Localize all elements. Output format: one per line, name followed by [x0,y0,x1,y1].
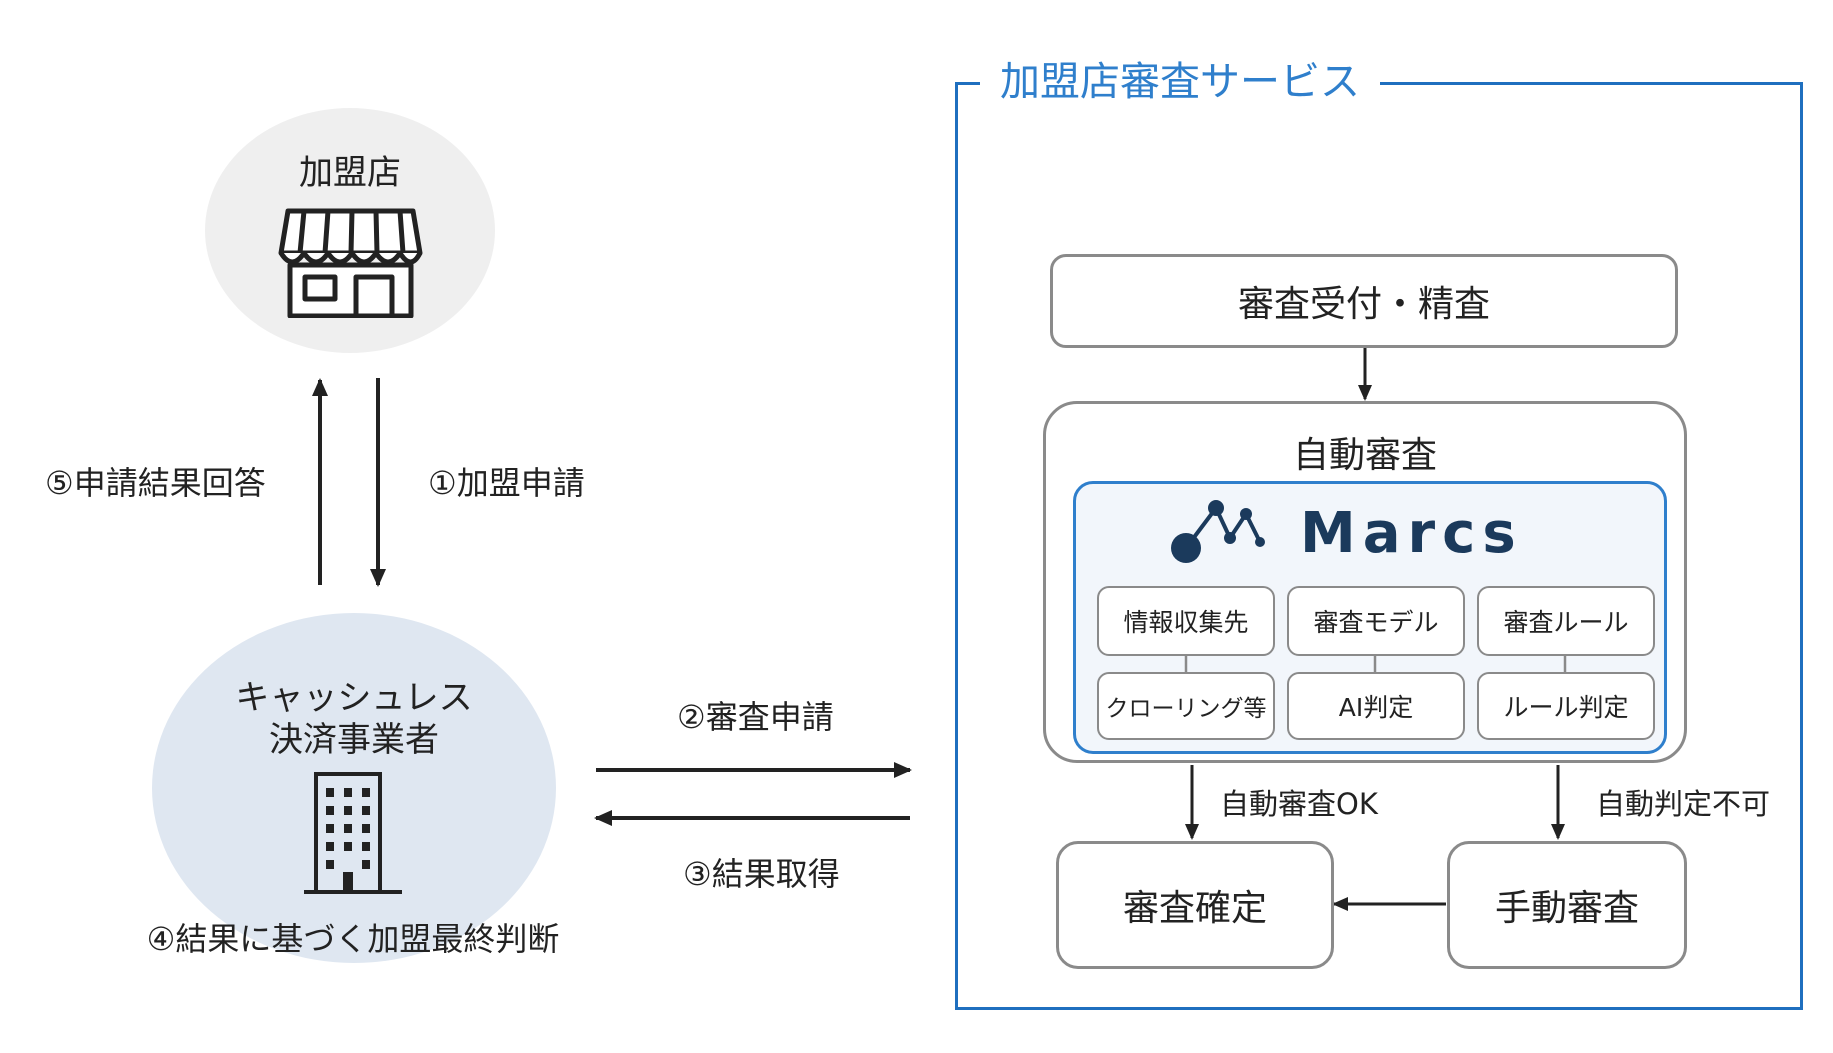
auto-undecidable-label: 自動判定不可 [1596,787,1771,821]
marcs-top-box-3: 審査ルール [1477,586,1655,656]
manual-review-box: 手動審査 [1447,841,1687,969]
step3-label: ③結果取得 [683,855,840,893]
step1-label: ①加盟申請 [428,464,585,502]
marcs-top-box-2: 審査モデル [1287,586,1465,656]
merchant-label: 加盟店 [299,153,401,193]
provider-label-line2: 決済事業者 [269,720,439,760]
confirm-box: 審査確定 [1056,841,1334,969]
confirm-label: 審査確定 [1122,888,1267,929]
manual-label: 手動審査 [1494,888,1639,929]
marcs-top-box-1: 情報収集先 [1097,586,1275,656]
auto-ok-label: 自動審査OK [1220,787,1378,821]
marcs-logo-text: Marcs [1300,501,1523,566]
provider-circle [152,613,556,963]
reception-label: 審査受付・精査 [1237,284,1490,325]
step2-label: ②審査申請 [677,698,834,736]
marcs-bottom-box-3: ルール判定 [1477,672,1655,740]
storefront-icon [278,203,423,318]
marcs-network-icon [1168,498,1273,565]
reception-box: 審査受付・精査 [1050,254,1678,348]
service-title: 加盟店審査サービス [980,58,1380,106]
auto-review-label: 自動審査 [1292,435,1437,476]
step4-label: ④結果に基づく加盟最終判断 [146,920,560,958]
marcs-bottom-box-2: AI判定 [1287,672,1465,740]
step5-label: ⑤申請結果回答 [45,464,266,502]
office-building-icon [300,768,406,898]
provider-label-line1: キャッシュレス [235,678,473,718]
marcs-bottom-box-1: クローリング等 [1097,672,1275,740]
